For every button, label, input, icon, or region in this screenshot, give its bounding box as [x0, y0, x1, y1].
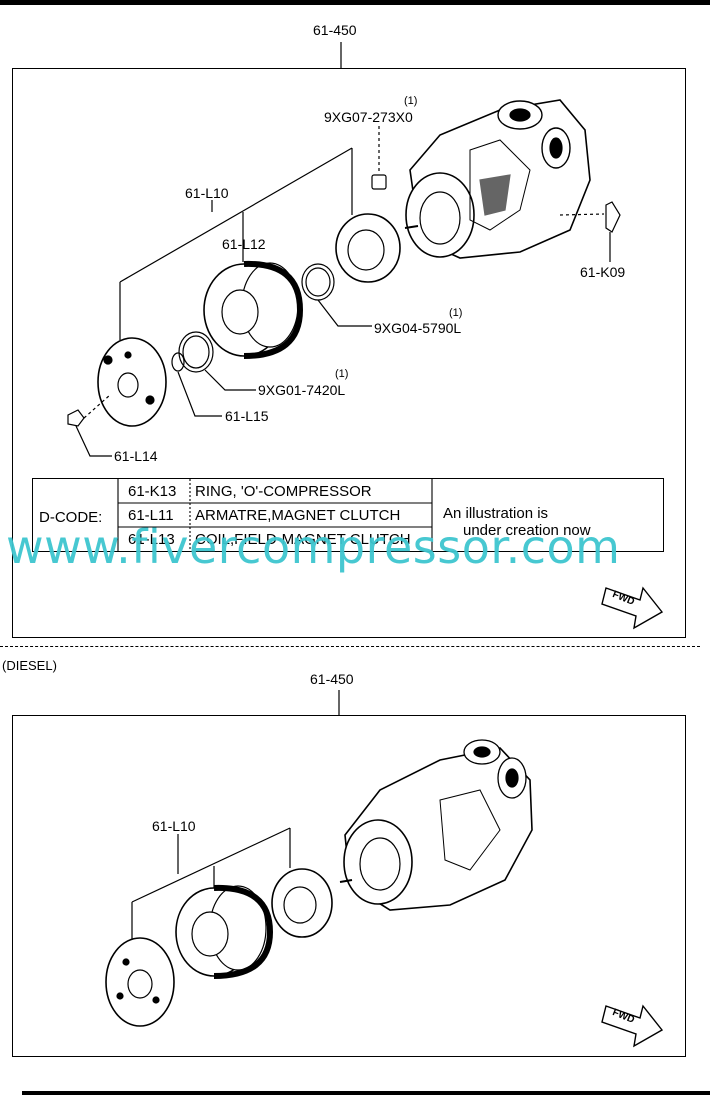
- label-61-l10-top: 61-L10: [185, 185, 229, 201]
- label-9xg07-273x0: 9XG07-273X0: [324, 109, 413, 125]
- label-61-l14: 61-L14: [114, 448, 158, 464]
- qty-label-p1: (1): [404, 95, 418, 107]
- top-assembly-label: 61-450: [313, 22, 357, 38]
- d-code-row-1-desc: RING, 'O'-COMPRESSOR: [195, 483, 372, 500]
- d-code-table: D-CODE: 61-K13 RING, 'O'-COMPRESSOR 61-L…: [32, 478, 664, 552]
- qty-label-p3: (1): [335, 368, 349, 380]
- section-divider: [0, 646, 700, 647]
- illustration-note-line-1: An illustration is: [443, 505, 549, 522]
- label-9xg01-7420l: 9XG01-7420L: [258, 382, 346, 398]
- label-9xg04-5790l: 9XG04-5790L: [374, 320, 462, 336]
- d-code-row-2-code: 61-L11: [128, 507, 174, 524]
- label-61-l12: 61-L12: [222, 236, 266, 252]
- d-code-table-lines: [117, 479, 433, 551]
- d-code-row-3-desc: COIL,FIELD-MAGNET CLUTCH: [195, 531, 411, 548]
- label-61-l10-bottom: 61-L10: [152, 818, 196, 834]
- d-code-row-3-code: 61-L13: [128, 531, 175, 548]
- d-code-row-2-desc: ARMATRE,MAGNET CLUTCH: [195, 507, 401, 524]
- top-diagram-art: [67, 42, 664, 630]
- bottom-diagram-panel: [12, 715, 686, 1057]
- label-61-k09: 61-K09: [580, 264, 626, 280]
- top-rule: [0, 0, 710, 5]
- diesel-section-label: (DIESEL): [2, 658, 57, 673]
- bottom-assembly-label: 61-450: [310, 671, 354, 687]
- watermark-text: www.fivercompressor.com: [6, 520, 621, 574]
- illustration-note-line-2: under creation now: [463, 522, 591, 539]
- d-code-label: D-CODE:: [39, 509, 103, 526]
- label-61-l15: 61-L15: [225, 408, 269, 424]
- bottom-rule: [22, 1091, 710, 1095]
- top-diagram-panel: [12, 68, 686, 638]
- qty-label-p2: (1): [449, 307, 463, 319]
- d-code-row-1-code: 61-K13: [128, 483, 177, 500]
